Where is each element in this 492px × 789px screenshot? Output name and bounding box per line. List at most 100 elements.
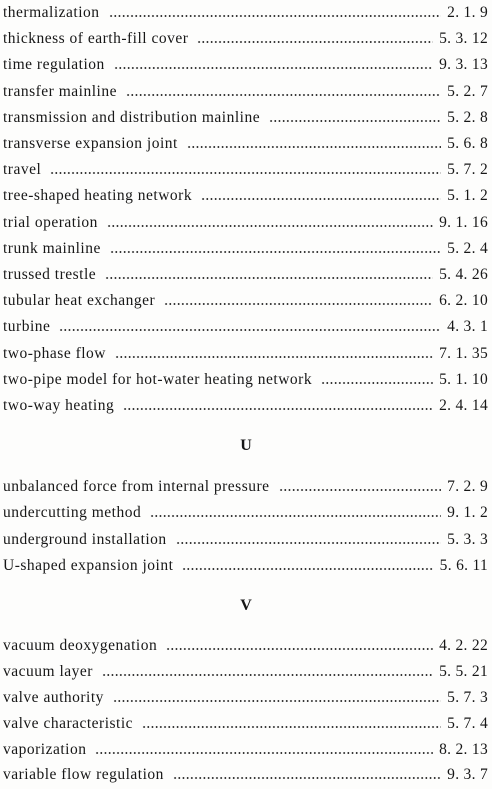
index-term: thickness of earth-fill cover (3, 30, 189, 48)
dot-leader (108, 13, 442, 20)
index-page-ref: 7. 2. 9 (447, 478, 488, 496)
dot-leader (106, 222, 434, 229)
dot-leader (115, 353, 434, 360)
index-term: vacuum layer (3, 662, 93, 680)
index-entry: time regulation 9. 3. 13 (3, 52, 488, 78)
index-term: valve characteristic (3, 714, 134, 732)
dot-leader (269, 117, 442, 124)
index-entry: vacuum layer 5. 5. 21 (3, 659, 488, 685)
index-term: tree-shaped heating network (3, 187, 193, 205)
index-term: vacuum deoxygenation (3, 636, 158, 654)
index-entry: U-shaped expansion joint 5. 6. 11 (3, 553, 488, 579)
index-term: turbine (3, 318, 51, 336)
index-term: time regulation (3, 56, 105, 74)
index-term: two-phase flow (3, 344, 106, 362)
dot-leader (59, 327, 442, 334)
index-page-ref: 9. 3. 7 (447, 766, 488, 784)
index-page-ref: 4. 3. 1 (447, 318, 488, 336)
dot-leader (112, 697, 442, 704)
index-entry: transverse expansion joint 5. 6. 8 (3, 131, 488, 157)
index-page-ref: 5. 3. 3 (447, 530, 488, 548)
index-term: travel (3, 161, 42, 179)
index-page-ref: 5. 6. 8 (447, 135, 488, 153)
index-entry: two-way heating 2. 4. 14 (3, 393, 488, 419)
index-page-ref: 7. 1. 35 (439, 344, 488, 362)
index-entry: two-phase flow 7. 1. 35 (3, 340, 488, 366)
index-page-ref: 5. 3. 12 (439, 30, 488, 48)
index-page-ref: 2. 4. 14 (439, 396, 488, 414)
index-page-ref: 5. 4. 26 (439, 265, 488, 283)
index-page-ref: 5. 2. 8 (447, 108, 488, 126)
index-entry: trussed trestle 5. 4. 26 (3, 262, 488, 288)
index-entry: travel 5. 7. 2 (3, 157, 488, 183)
index-entry: unbalanced force from internal pressure 7… (3, 474, 488, 500)
index-entry: valve characteristic 5. 7. 4 (3, 711, 488, 737)
index-entry: tree-shaped heating network 5. 1. 2 (3, 183, 488, 209)
dot-leader (142, 723, 442, 730)
index-page-ref: 2. 1. 9 (447, 4, 488, 22)
index-entry: tubular heat exchanger 6. 2. 10 (3, 288, 488, 314)
dot-leader (109, 248, 442, 255)
dot-leader (150, 513, 442, 520)
index-section-u: unbalanced force from internal pressure 7… (3, 474, 488, 579)
index-page-ref: 5. 2. 7 (447, 82, 488, 100)
dot-leader (278, 487, 442, 494)
dot-leader (113, 65, 434, 72)
index-page-ref: 9. 1. 2 (447, 504, 488, 522)
dot-leader (105, 274, 434, 281)
index-term: unbalanced force from internal pressure (3, 478, 270, 496)
dot-leader (172, 775, 442, 782)
index-page-ref: 8. 2. 13 (439, 740, 488, 758)
dot-leader (125, 91, 442, 98)
index-entry: thickness of earth-fill cover 5. 3. 12 (3, 26, 488, 52)
index-term: undercutting method (3, 504, 142, 522)
dot-leader (166, 645, 434, 652)
dot-leader (95, 749, 434, 756)
index-entry: vacuum deoxygenation 4. 2. 22 (3, 633, 488, 659)
index-entry: undercutting method 9. 1. 2 (3, 500, 488, 526)
index-entry: two-pipe model for hot-water heating net… (3, 367, 488, 393)
index-entry: valve authority 5. 7. 3 (3, 685, 488, 711)
index-term: trial operation (3, 213, 98, 231)
index-entry: underground installation 5. 3. 3 (3, 527, 488, 553)
index-page-ref: 4. 2. 22 (439, 636, 488, 654)
dot-leader (197, 39, 434, 46)
index-term: transverse expansion joint (3, 135, 178, 153)
index-page-ref: 5. 5. 21 (439, 662, 488, 680)
index-term: tubular heat exchanger (3, 292, 156, 310)
index-entry: turbine 4. 3. 1 (3, 314, 488, 340)
index-page-ref: 5. 6. 11 (439, 557, 488, 575)
index-page-ref: 5. 7. 2 (447, 161, 488, 179)
index-term: transmission and distribution mainline (3, 108, 261, 126)
index-term: valve authority (3, 688, 104, 706)
index-page-ref: 9. 3. 13 (439, 56, 488, 74)
index-term: two-pipe model for hot-water heating net… (3, 370, 313, 388)
index-term: U-shaped expansion joint (3, 557, 174, 575)
dot-leader (101, 671, 434, 678)
index-page-ref: 5. 2. 4 (447, 239, 488, 257)
dot-leader (123, 405, 434, 412)
dot-leader (175, 539, 442, 546)
index-page-ref: 5. 1. 10 (439, 370, 488, 388)
index-page-ref: 5. 7. 3 (447, 688, 488, 706)
index-page-ref: 5. 7. 4 (447, 714, 488, 732)
index-page-ref: 5. 1. 2 (447, 187, 488, 205)
index-term: underground installation (3, 530, 167, 548)
index-page-ref: 6. 2. 10 (439, 292, 488, 310)
section-letter-v: V (240, 597, 252, 614)
index-term: two-way heating (3, 396, 115, 414)
dot-leader (50, 170, 442, 177)
dot-leader (186, 144, 442, 151)
dot-leader (164, 301, 434, 308)
index-term: trussed trestle (3, 265, 97, 283)
index-entry: transmission and distribution mainline 5.… (3, 105, 488, 131)
section-letter-u: U (240, 437, 252, 454)
dot-leader (201, 196, 442, 203)
